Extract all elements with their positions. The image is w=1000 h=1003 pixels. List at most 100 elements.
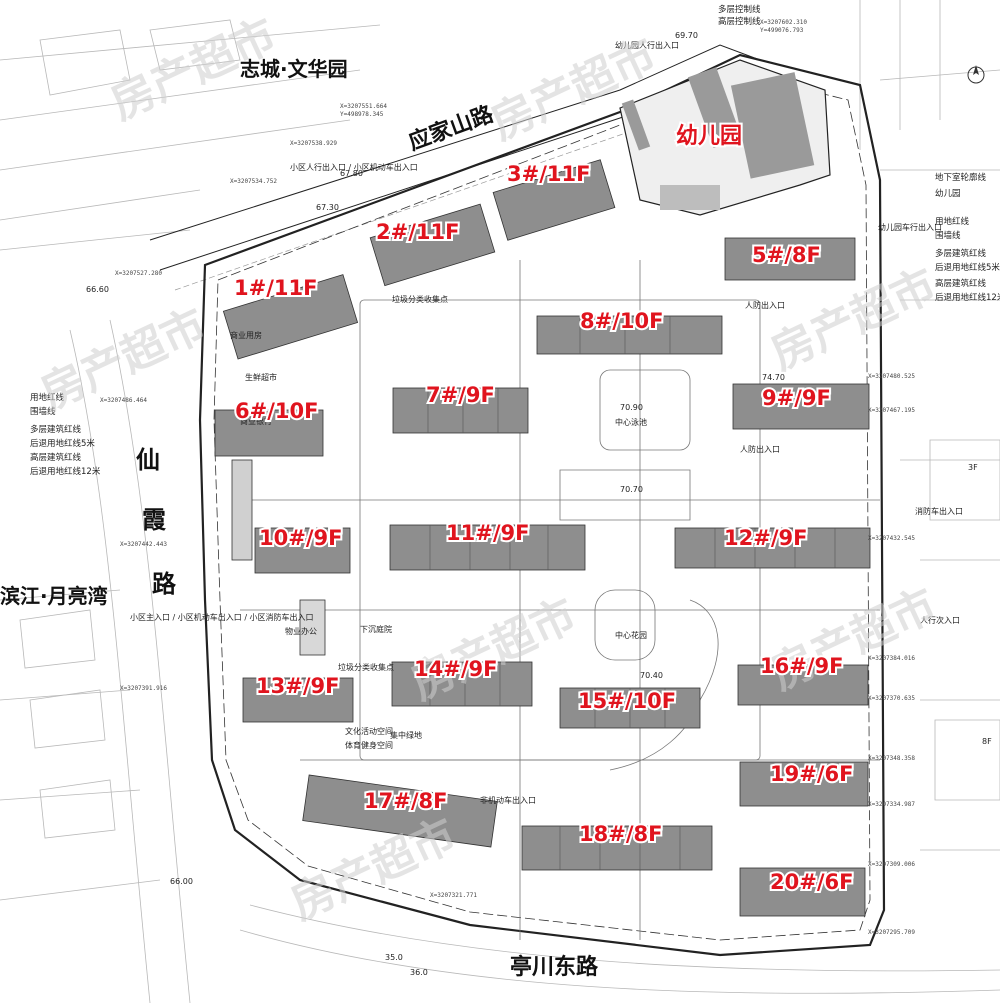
svg-text:用地红线: 用地红线 bbox=[30, 392, 65, 403]
building-label-8: 8#/10F bbox=[580, 309, 663, 333]
building-2 bbox=[369, 203, 496, 287]
svg-text:后退用地红线5米: 后退用地红线5米 bbox=[935, 262, 1000, 273]
site-boundary bbox=[198, 53, 886, 957]
svg-text:X=3207486.464: X=3207486.464 bbox=[100, 397, 147, 404]
svg-text:X=3207534.752: X=3207534.752 bbox=[230, 178, 277, 185]
building-label-18: 18#/8F bbox=[579, 822, 662, 846]
building-9 bbox=[732, 383, 870, 430]
svg-text:高层建筑红线: 高层建筑红线 bbox=[935, 278, 987, 289]
kindergarten-label: 幼儿园 bbox=[676, 123, 742, 149]
building-11 bbox=[389, 524, 586, 571]
svg-text:多层建筑红线: 多层建筑红线 bbox=[935, 248, 987, 259]
svg-text:X=3207602.310: X=3207602.310 bbox=[760, 19, 807, 26]
road-west-name-3: 路 bbox=[152, 570, 177, 598]
svg-text:8F: 8F bbox=[982, 737, 992, 746]
svg-text:集中绿地: 集中绿地 bbox=[390, 730, 422, 740]
coordinate-labels: X=3207551.664 Y=498978.345 X=3207538.929… bbox=[100, 19, 915, 936]
svg-text:Y=499076.793: Y=499076.793 bbox=[760, 27, 804, 34]
svg-text:X=3207551.664: X=3207551.664 bbox=[340, 103, 387, 110]
svg-text:商业用房: 商业用房 bbox=[230, 330, 262, 340]
svg-text:围墙线: 围墙线 bbox=[30, 406, 56, 417]
building-label-17: 17#/8F bbox=[364, 789, 447, 813]
svg-text:高层控制线: 高层控制线 bbox=[718, 16, 761, 27]
svg-text:物业办公: 物业办公 bbox=[285, 626, 317, 636]
svg-text:小区主入口 / 小区机动车出入口 / 小区消防车出入口: 小区主入口 / 小区机动车出入口 / 小区消防车出入口 bbox=[130, 612, 314, 622]
svg-text:围墙线: 围墙线 bbox=[935, 230, 961, 241]
svg-text:体育健身空间: 体育健身空间 bbox=[345, 740, 393, 750]
svg-text:70.40: 70.40 bbox=[640, 671, 663, 680]
svg-text:文化活动空间: 文化活动空间 bbox=[345, 726, 393, 736]
svg-text:高层建筑红线: 高层建筑红线 bbox=[30, 452, 82, 463]
building-label-14: 14#/9F bbox=[414, 657, 497, 681]
road-south-name: 亭川东路 bbox=[510, 954, 599, 980]
building-label-13: 13#/9F bbox=[256, 674, 339, 698]
building-3 bbox=[492, 159, 616, 241]
annotations: 中心泳池 中心花园 幼儿园人行出入口 幼儿园车行出入口 消防车出入口 人行次入口… bbox=[130, 40, 992, 805]
building-10 bbox=[254, 527, 351, 574]
commercial-block bbox=[299, 599, 326, 656]
svg-text:X=3207538.929: X=3207538.929 bbox=[290, 140, 337, 147]
building-label-10: 10#/9F bbox=[259, 526, 342, 550]
svg-text:70.70: 70.70 bbox=[620, 485, 643, 494]
building-14 bbox=[391, 661, 533, 707]
svg-text:X=3207391.916: X=3207391.916 bbox=[120, 685, 167, 692]
svg-text:X=3207432.545: X=3207432.545 bbox=[868, 535, 915, 542]
building-20 bbox=[739, 867, 866, 917]
svg-text:非机动车出入口: 非机动车出入口 bbox=[480, 795, 536, 805]
svg-text:X=3207467.195: X=3207467.195 bbox=[868, 407, 915, 414]
building-labels: 1#/11F 2#/11F 3#/11F 5#/8F 6#/10F 7#/9F … bbox=[232, 160, 855, 896]
building-12 bbox=[674, 527, 871, 569]
svg-text:小区人行出入口 / 小区机动车出入口: 小区人行出入口 / 小区机动车出入口 bbox=[290, 162, 418, 172]
building-label-19: 19#/6F bbox=[770, 762, 853, 786]
svg-text:X=3207370.635: X=3207370.635 bbox=[868, 695, 915, 702]
building-13 bbox=[242, 677, 354, 723]
svg-text:幼儿园车行出入口: 幼儿园车行出入口 bbox=[878, 222, 942, 232]
svg-text:66.00: 66.00 bbox=[170, 877, 193, 886]
building-label-3: 3#/11F bbox=[507, 162, 590, 186]
building-label-5: 5#/8F bbox=[752, 243, 821, 267]
road-west-name-2: 霞 bbox=[142, 506, 167, 534]
svg-text:X=3207527.280: X=3207527.280 bbox=[115, 270, 162, 277]
svg-text:消防车出入口: 消防车出入口 bbox=[915, 506, 963, 516]
building-16 bbox=[737, 664, 869, 706]
estate-west: 滨江·月亮湾 bbox=[0, 584, 108, 608]
svg-text:X=3207321.771: X=3207321.771 bbox=[430, 892, 477, 899]
building-18 bbox=[521, 825, 713, 871]
svg-text:X=3207295.709: X=3207295.709 bbox=[868, 929, 915, 936]
building-5 bbox=[724, 237, 856, 281]
legend-west: 用地红线 围墙线 多层建筑红线 后退用地红线5米 高层建筑红线 后退用地红线12… bbox=[30, 392, 101, 477]
svg-text:垃圾分类收集点: 垃圾分类收集点 bbox=[392, 294, 448, 304]
svg-text:生鲜超市: 生鲜超市 bbox=[245, 372, 277, 382]
svg-text:67.80: 67.80 bbox=[340, 169, 363, 178]
svg-text:垃圾分类收集点: 垃圾分类收集点 bbox=[338, 662, 394, 672]
svg-text:人防出入口: 人防出入口 bbox=[740, 444, 780, 454]
buildings bbox=[214, 159, 871, 917]
building-label-1: 1#/11F bbox=[234, 276, 317, 300]
building-19 bbox=[739, 761, 869, 807]
svg-text:69.70: 69.70 bbox=[675, 31, 698, 40]
svg-text:多层控制线: 多层控制线 bbox=[718, 4, 761, 15]
svg-text:66.60: 66.60 bbox=[86, 285, 109, 294]
legend-east: 地下室轮廓线 幼儿园 用地红线 围墙线 多层建筑红线 后退用地红线5米 高层建筑… bbox=[935, 172, 1000, 303]
svg-text:用地红线: 用地红线 bbox=[935, 216, 970, 227]
svg-text:中心泳池: 中心泳池 bbox=[615, 417, 647, 427]
svg-text:人防出入口: 人防出入口 bbox=[745, 300, 785, 310]
svg-text:后退用地红线12米: 后退用地红线12米 bbox=[30, 466, 101, 477]
west-podium bbox=[231, 459, 253, 561]
legend-top: 多层控制线 高层控制线 bbox=[718, 4, 761, 27]
building-8 bbox=[536, 315, 723, 355]
svg-text:67.30: 67.30 bbox=[316, 203, 339, 212]
svg-text:中心花园: 中心花园 bbox=[615, 630, 647, 640]
building-label-15: 15#/10F bbox=[578, 689, 676, 713]
north-arrow-icon bbox=[967, 65, 985, 84]
svg-text:36.0: 36.0 bbox=[410, 968, 428, 977]
building-label-20: 20#/6F bbox=[770, 870, 853, 894]
svg-text:后退用地红线12米: 后退用地红线12米 bbox=[935, 292, 1000, 303]
svg-text:人行次入口: 人行次入口 bbox=[920, 615, 960, 625]
elevation-labels: 69.70 67.80 67.30 66.60 66.00 70.70 70.9… bbox=[86, 31, 785, 977]
svg-text:3F: 3F bbox=[968, 463, 978, 472]
svg-text:X=3207334.987: X=3207334.987 bbox=[868, 801, 915, 808]
